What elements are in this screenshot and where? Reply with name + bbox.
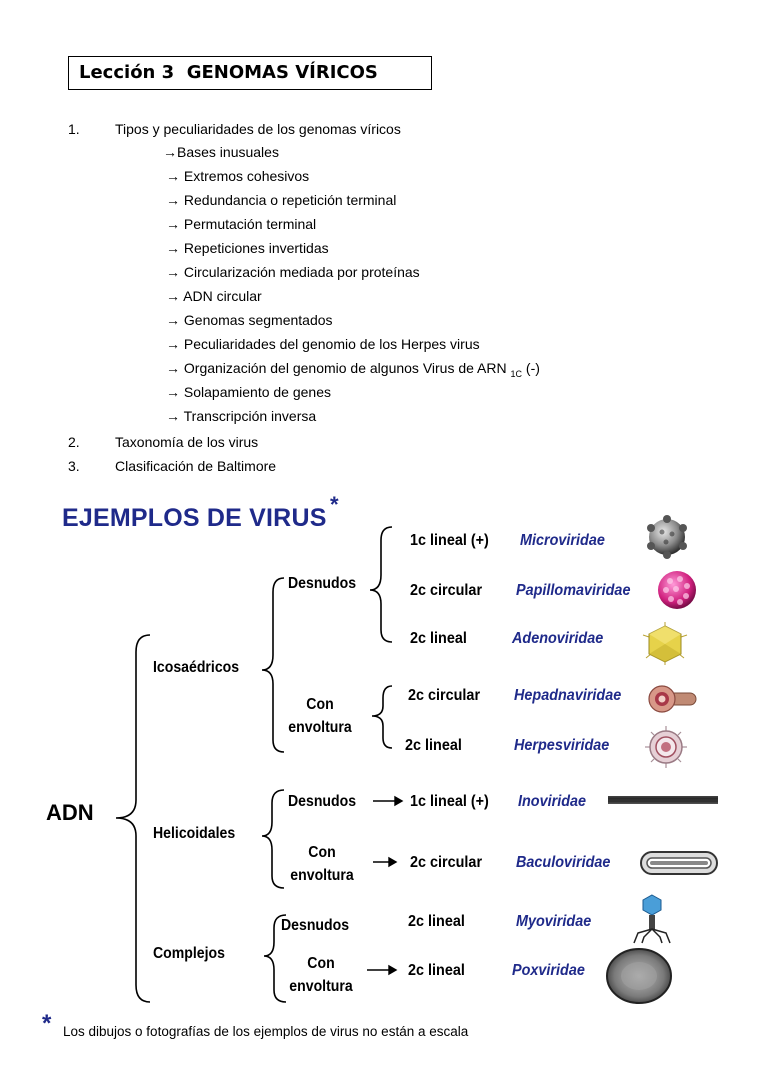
toc-number: 1. bbox=[68, 121, 80, 137]
footnote-asterisk: * bbox=[42, 1010, 52, 1037]
genome-type: 2c lineal bbox=[408, 962, 465, 979]
group-label-helicoidales: Helicoidales bbox=[153, 825, 236, 842]
arrow-head bbox=[394, 795, 404, 807]
icosa-bracket bbox=[261, 577, 285, 753]
group-label-icosaedricos: Icosaédricos bbox=[153, 659, 240, 676]
virus-family: Herpesviridae bbox=[514, 737, 610, 754]
myoviridae-image bbox=[633, 894, 671, 944]
genome-type: 1c lineal (+) bbox=[410, 793, 489, 810]
toc-subitem: → Circularización mediada por proteínas bbox=[166, 264, 420, 280]
section-title: EJEMPLOS DE VIRUS bbox=[62, 504, 327, 532]
poxviridae-image bbox=[606, 948, 672, 1004]
inoviridae-image bbox=[608, 796, 718, 804]
footnote: Los dibujos o fotografías de los ejemplo… bbox=[63, 1024, 469, 1039]
toc-label: Clasificación de Baltimore bbox=[115, 458, 277, 474]
branch-envoltura: envoltura bbox=[288, 719, 352, 736]
branch-desnudos: Desnudos bbox=[288, 575, 357, 592]
branch-con: Con bbox=[308, 844, 336, 861]
adenoviridae-image bbox=[642, 622, 688, 665]
virus-family: Hepadnaviridae bbox=[514, 687, 622, 704]
toc-subitem: → Solapamiento de genes bbox=[166, 384, 331, 400]
icosa-envuelto-bracket bbox=[371, 685, 393, 749]
branch-con-envoltura: Con envoltura bbox=[286, 952, 356, 998]
hepadnaviridae-image bbox=[648, 685, 697, 713]
arrow-head bbox=[388, 856, 398, 868]
branch-con-envoltura: Con envoltura bbox=[287, 841, 357, 887]
toc-subscript: 1C bbox=[510, 368, 523, 379]
branch-envoltura: envoltura bbox=[289, 978, 353, 995]
genome-type: 2c lineal bbox=[405, 737, 462, 754]
toc-label: Tipos y peculiaridades de los genomas ví… bbox=[115, 121, 401, 137]
branch-con: Con bbox=[307, 955, 335, 972]
lesson-title: Lección 3 GENOMAS VÍRICOS bbox=[68, 56, 432, 90]
branch-con: Con bbox=[306, 696, 334, 713]
toc-subitem: → Organización del genomio de algunos Vi… bbox=[166, 360, 540, 379]
papillomaviridae-image bbox=[658, 571, 696, 609]
branch-desnudos: Desnudos bbox=[281, 917, 350, 934]
root-bracket bbox=[115, 634, 151, 1003]
title-asterisk: * bbox=[330, 492, 339, 517]
complejos-bracket bbox=[263, 914, 287, 1003]
toc-subitem: → Transcripción inversa bbox=[166, 408, 317, 424]
virus-family: Inoviridae bbox=[518, 793, 587, 810]
virus-family: Microviridae bbox=[520, 532, 605, 549]
virus-family: Myoviridae bbox=[516, 913, 592, 930]
toc-subitem: → Redundancia o repetición terminal bbox=[166, 192, 397, 208]
genome-type: 2c circular bbox=[410, 854, 483, 871]
toc-subitem: → Repeticiones invertidas bbox=[166, 240, 329, 256]
branch-desnudos: Desnudos bbox=[288, 793, 357, 810]
toc-subitem-text: → Organización del genomio de algunos Vi… bbox=[166, 360, 507, 376]
genome-type: 2c lineal bbox=[410, 630, 467, 647]
toc-label: Taxonomía de los virus bbox=[115, 434, 259, 450]
virus-family: Adenoviridae bbox=[512, 630, 604, 647]
herpesviridae-image bbox=[645, 726, 687, 768]
genome-type: 2c lineal bbox=[408, 913, 465, 930]
toc-subitem: → Peculiaridades del genomio de los Herp… bbox=[166, 336, 480, 352]
baculoviridae-image bbox=[640, 851, 718, 875]
arrow-head bbox=[388, 964, 398, 976]
toc-subitem: → Extremos cohesivos bbox=[166, 168, 310, 184]
virus-family: Poxviridae bbox=[512, 962, 585, 979]
toc-subitem: → Genomas segmentados bbox=[166, 312, 333, 328]
branch-envoltura: envoltura bbox=[290, 867, 354, 884]
genome-type: 2c circular bbox=[408, 687, 481, 704]
helic-bracket bbox=[261, 789, 285, 889]
virus-family: Papillomaviridae bbox=[516, 582, 631, 599]
toc-number: 3. bbox=[68, 458, 80, 474]
group-label-complejos: Complejos bbox=[153, 945, 225, 962]
toc-subitem: →Bases inusuales bbox=[163, 144, 279, 160]
toc-subitem: → ADN circular bbox=[166, 288, 262, 304]
microviridae-image bbox=[647, 515, 687, 559]
toc-subitem-suffix: (-) bbox=[522, 360, 540, 376]
genome-type: 2c circular bbox=[410, 582, 483, 599]
branch-con-envoltura: Con envoltura bbox=[285, 693, 355, 739]
virus-family: Baculoviridae bbox=[516, 854, 611, 871]
icosa-desnudos-bracket bbox=[369, 526, 393, 643]
toc-number: 2. bbox=[68, 434, 80, 450]
root-label: ADN bbox=[46, 800, 94, 825]
toc-subitem: → Permutación terminal bbox=[166, 216, 317, 232]
genome-type: 1c lineal (+) bbox=[410, 532, 489, 549]
